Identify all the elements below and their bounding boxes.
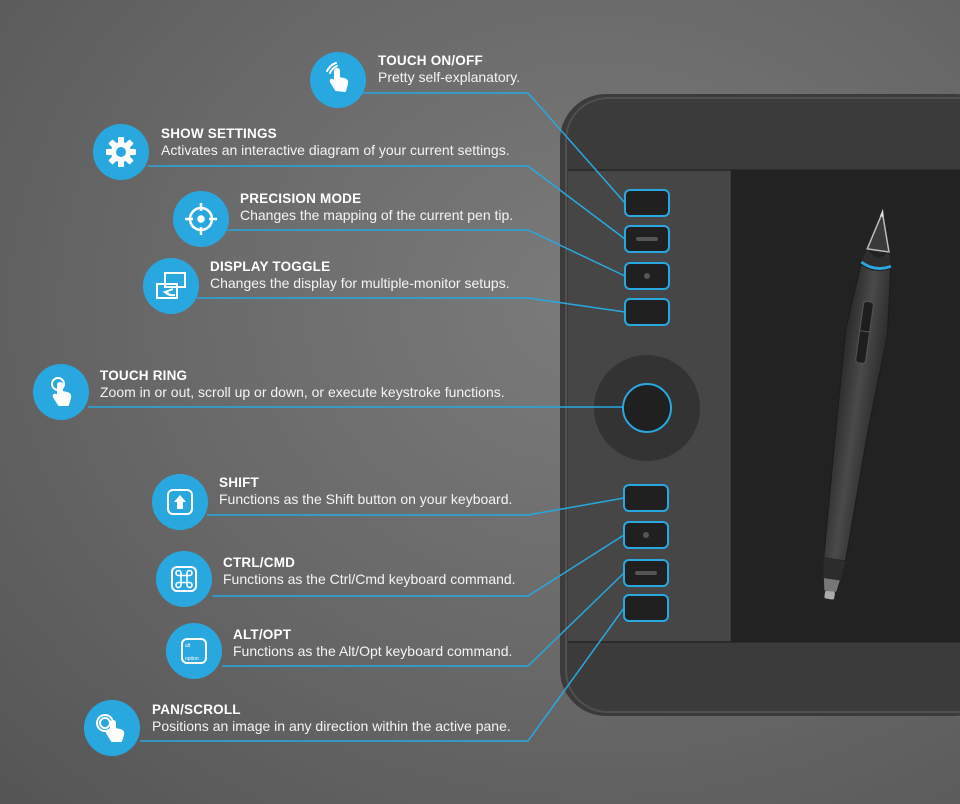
callout-alt-opt: ALT/OPT Functions as the Alt/Opt keyboar…: [233, 627, 512, 659]
callout-title: DISPLAY TOGGLE: [210, 259, 331, 274]
callout-display-toggle: DISPLAY TOGGLE Changes the display for m…: [210, 259, 510, 291]
leader-shift: [207, 497, 625, 516]
alt-key-text: alt: [185, 643, 191, 649]
tablet-body-highlight: [565, 97, 960, 713]
display-switch-icon: [143, 258, 199, 314]
callout-touch-ring: TOUCH RING Zoom in or out, scroll up or …: [100, 368, 505, 400]
callout-title: TOUCH ON/OFF: [378, 53, 483, 68]
callout-desc: Positions an image in any direction with…: [152, 718, 511, 734]
callout-shift: SHIFT Functions as the Shift button on y…: [219, 475, 512, 507]
shift-key-icon: [152, 474, 208, 530]
crosshair-icon: [173, 191, 229, 247]
leader-alt-opt: [222, 572, 625, 667]
option-key-text: option: [185, 656, 199, 662]
callout-desc: Changes the display for multiple-monitor…: [210, 275, 510, 291]
display-toggle-key: [624, 298, 670, 326]
callout-desc: Pretty self-explanatory.: [378, 69, 521, 85]
callout-precision-mode: PRECISION MODE Changes the mapping of th…: [240, 191, 513, 223]
callout-desc: Zoom in or out, scroll up or down, or ex…: [100, 384, 505, 400]
callout-pan-scroll: PAN/SCROLL Positions an image in any dir…: [152, 702, 511, 734]
leader-lines: [88, 92, 626, 742]
option-key-icon: alt option: [166, 623, 222, 679]
leader-show-settings: [148, 165, 626, 240]
touch-on-off-key: [624, 189, 670, 217]
callout-title: SHIFT: [219, 475, 259, 490]
pan-hand-icon: [84, 700, 140, 756]
hand-wave-icon: [310, 52, 366, 108]
callout-touch-on-off: TOUCH ON/OFF Pretty self-explanatory.: [378, 53, 520, 85]
express-keys-bottom: [623, 484, 669, 622]
callout-show-settings: SHOW SETTINGS Activates an interactive d…: [161, 126, 510, 158]
command-key-icon: [156, 551, 212, 607]
callout-desc: Functions as the Shift button on your ke…: [219, 491, 513, 507]
leader-pan-scroll: [140, 607, 625, 742]
touch-ring: [622, 383, 672, 433]
leader-ctrl-cmd: [212, 534, 625, 597]
callout-desc: Activates an interactive diagram of your…: [161, 142, 510, 158]
pen: [822, 208, 892, 600]
callout-desc: Changes the mapping of the current pen t…: [240, 207, 514, 223]
callout-title: SHOW SETTINGS: [161, 126, 277, 141]
shift-key: [623, 484, 669, 512]
callout-title: PRECISION MODE: [240, 191, 362, 206]
callout-title: PAN/SCROLL: [152, 702, 241, 717]
callout-title: CTRL/CMD: [223, 555, 296, 570]
callout-desc: Functions as the Ctrl/Cmd keyboard comma…: [223, 571, 516, 587]
callout-title: ALT/OPT: [233, 627, 292, 642]
callout-desc: Functions as the Alt/Opt keyboard comman…: [233, 643, 513, 659]
callout-ctrl-cmd: CTRL/CMD Functions as the Ctrl/Cmd keybo…: [223, 555, 516, 587]
gear-icon: [93, 124, 149, 180]
pan-scroll-key: [623, 594, 669, 622]
callout-title: TOUCH RING: [100, 368, 188, 383]
leader-touch-on-off: [362, 92, 626, 204]
leader-display-toggle: [197, 297, 626, 313]
leader-precision-mode: [227, 229, 626, 277]
finger-tap-icon: [33, 364, 89, 420]
